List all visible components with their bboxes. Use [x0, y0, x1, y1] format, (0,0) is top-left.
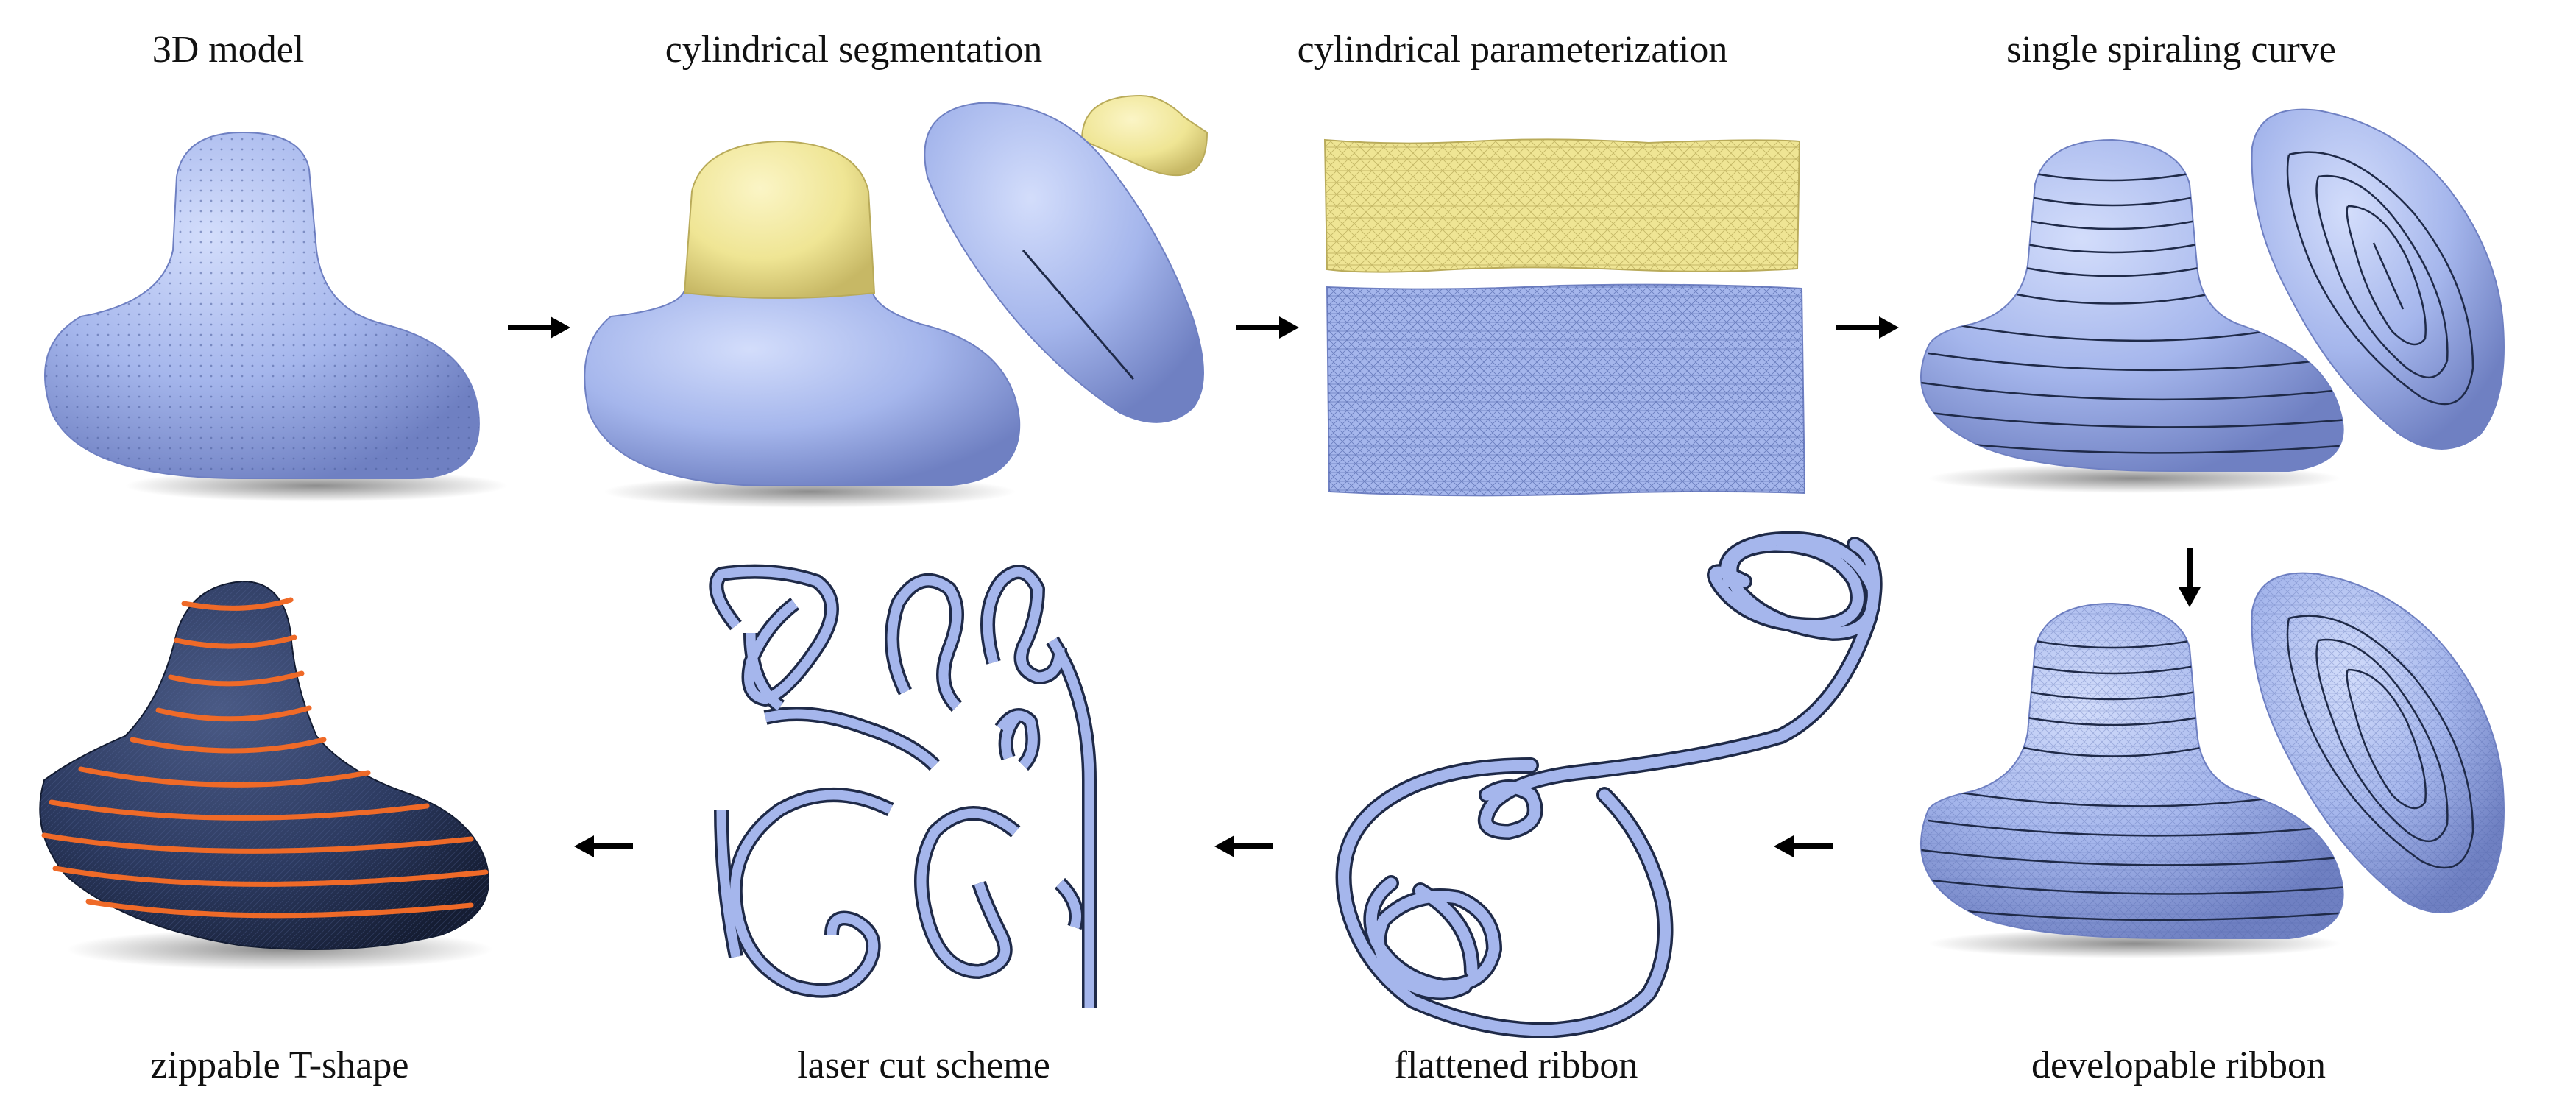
arrow-lasercut-to-zippable	[574, 835, 633, 857]
arrow-model-to-segmentation	[508, 316, 570, 339]
caption-flattened-ribbon: flattened ribbon	[1394, 1044, 1638, 1086]
caption-cylindrical-segmentation: cylindrical segmentation	[665, 29, 1043, 71]
parameterization-strips	[1323, 138, 1806, 497]
segmented-t-shape	[584, 140, 1021, 508]
segmented-blob-side	[924, 94, 1209, 423]
spiral-blob-side	[2251, 108, 2505, 450]
arrow-spiral-to-ribbon	[2179, 548, 2201, 607]
arrow-parameterization-to-spiral	[1836, 316, 1899, 339]
caption-cylindrical-parameterization: cylindrical parameterization	[1297, 29, 1728, 71]
arrow-segmentation-to-parameterization	[1236, 316, 1299, 339]
caption-developable-ribbon: developable ribbon	[2031, 1044, 2326, 1086]
zippable-t-shape	[39, 580, 493, 970]
caption-laser-cut-scheme: laser cut scheme	[797, 1044, 1050, 1086]
t-shape-model	[44, 131, 508, 502]
caption-zippable-t-shape: zippable T-shape	[150, 1044, 409, 1086]
spiral-t-shape	[1920, 138, 2344, 493]
arrow-ribbon-to-flattened	[1774, 835, 1833, 857]
arrow-flattened-to-lasercut	[1214, 835, 1273, 857]
flattened-ribbon	[1335, 531, 1883, 1038]
laser-cut-pieces	[709, 564, 1097, 1008]
caption-3d-model: 3D model	[152, 29, 305, 71]
caption-single-spiraling-curve: single spiraling curve	[2006, 29, 2336, 71]
ribbon-blob-side	[2251, 572, 2505, 913]
